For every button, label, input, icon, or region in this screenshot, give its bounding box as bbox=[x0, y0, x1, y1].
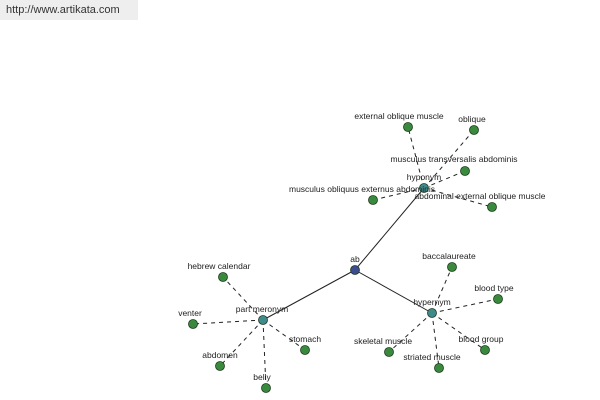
leaf-node-blood-group[interactable] bbox=[480, 345, 490, 355]
relation-node-part-meronym[interactable] bbox=[258, 315, 268, 325]
leaf-node-musculus-transversalis[interactable] bbox=[460, 166, 470, 176]
edge-root-hyponym bbox=[354, 187, 425, 271]
leaf-label-oblique[interactable]: oblique bbox=[458, 114, 486, 124]
relation-label-hypernym[interactable]: hypernym bbox=[413, 297, 450, 307]
leaf-node-skeletal-muscle[interactable] bbox=[384, 347, 394, 357]
relation-label-part-meronym[interactable]: part meronym bbox=[236, 304, 288, 314]
edge-blood-group bbox=[431, 312, 486, 351]
edge-abdomen bbox=[219, 319, 264, 367]
leaf-label-venter[interactable]: venter bbox=[178, 308, 202, 318]
edge-external-oblique-muscle bbox=[407, 126, 425, 189]
leaf-label-musculus-obliquus[interactable]: musculus obliquus externus abdominis bbox=[289, 184, 435, 194]
source-url[interactable]: http://www.artikata.com bbox=[0, 0, 138, 20]
leaf-node-stomach[interactable] bbox=[300, 345, 310, 355]
leaf-label-baccalaureate[interactable]: baccalaureate bbox=[422, 251, 476, 261]
edge-belly bbox=[262, 319, 267, 389]
leaf-node-oblique[interactable] bbox=[469, 125, 479, 135]
edge-skeletal-muscle bbox=[388, 312, 433, 353]
root-node-ab[interactable] bbox=[350, 265, 360, 275]
graph-edges bbox=[192, 126, 499, 389]
leaf-label-hebrew-calendar[interactable]: hebrew calendar bbox=[188, 261, 251, 271]
edge-venter bbox=[192, 319, 264, 325]
edge-stomach bbox=[262, 319, 306, 351]
relation-label-hyponym[interactable]: hyponym bbox=[407, 172, 442, 182]
leaf-node-venter[interactable] bbox=[188, 319, 198, 329]
leaf-node-musculus-obliquus[interactable] bbox=[368, 195, 378, 205]
leaf-label-abdomen[interactable]: abdomen bbox=[202, 350, 238, 360]
root-label-ab[interactable]: ab bbox=[350, 254, 360, 264]
leaf-label-external-oblique-muscle[interactable]: external oblique muscle bbox=[354, 111, 444, 121]
leaf-node-belly[interactable] bbox=[261, 383, 271, 393]
edge-root-part-meronym bbox=[262, 269, 356, 321]
graph-nodes bbox=[188, 122, 503, 393]
leaf-label-abdominal-external[interactable]: abdominal external oblique muscle bbox=[415, 191, 546, 201]
leaf-node-abdomen[interactable] bbox=[215, 361, 225, 371]
edge-hebrew-calendar bbox=[222, 276, 264, 321]
leaf-node-blood-type[interactable] bbox=[493, 294, 503, 304]
leaf-label-belly[interactable]: belly bbox=[253, 372, 271, 382]
leaf-node-baccalaureate[interactable] bbox=[447, 262, 457, 272]
leaf-label-blood-type[interactable]: blood type bbox=[474, 283, 513, 293]
leaf-node-hebrew-calendar[interactable] bbox=[218, 272, 228, 282]
edge-baccalaureate bbox=[431, 266, 453, 314]
leaf-node-external-oblique-muscle[interactable] bbox=[403, 122, 413, 132]
graph-labels: ab hyponym part meronym hypernym external ob… bbox=[178, 111, 546, 382]
edge-striated-muscle bbox=[431, 312, 440, 369]
edge-abdominal-external bbox=[423, 187, 493, 208]
leaf-node-striated-muscle[interactable] bbox=[434, 363, 444, 373]
leaf-label-skeletal-muscle[interactable]: skeletal muscle bbox=[354, 336, 412, 346]
relation-node-hypernym[interactable] bbox=[427, 308, 437, 318]
leaf-label-blood-group[interactable]: blood group bbox=[459, 334, 504, 344]
edge-root-hypernym bbox=[354, 269, 433, 314]
leaf-label-striated-muscle[interactable]: striated muscle bbox=[403, 352, 460, 362]
relation-node-hyponym[interactable] bbox=[419, 183, 429, 193]
edge-blood-type bbox=[431, 298, 499, 314]
leaf-label-stomach[interactable]: stomach bbox=[289, 334, 321, 344]
leaf-label-musculus-transversalis[interactable]: musculus transversalis abdominis bbox=[390, 154, 517, 164]
leaf-node-abdominal-external[interactable] bbox=[487, 202, 497, 212]
edge-musculus-obliquus bbox=[372, 187, 425, 201]
